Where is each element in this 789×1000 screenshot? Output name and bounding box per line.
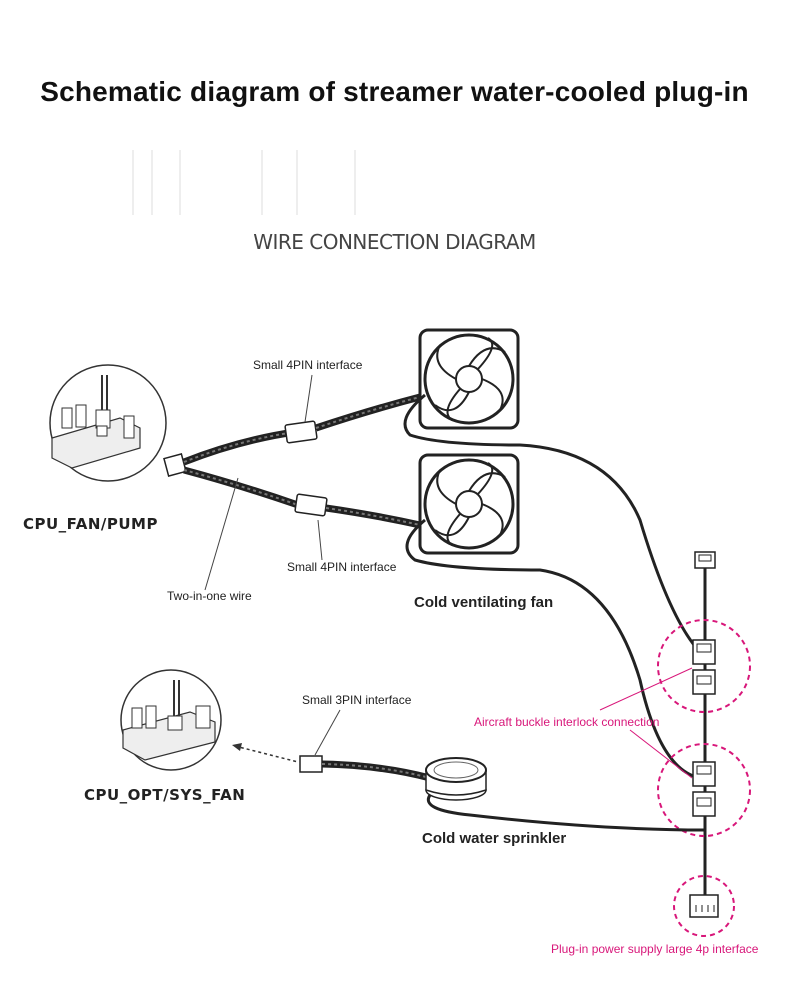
label-cpu-fan-pump: CPU_FAN/PUMP bbox=[23, 515, 158, 533]
label-small-4pin-bottom: Small 4PIN interface bbox=[287, 560, 397, 574]
label-small-3pin: Small 3PIN interface bbox=[302, 693, 412, 707]
interlock-pointers bbox=[599, 667, 693, 779]
label-two-in-one: Two-in-one wire bbox=[167, 589, 252, 603]
label-plug-in-power: Plug-in power supply large 4p interface bbox=[551, 942, 759, 956]
label-small-4pin-top: Small 4PIN interface bbox=[253, 358, 363, 372]
daisy-chain-connectors bbox=[692, 551, 716, 900]
cpu-opt-sys-fan-header-icon bbox=[120, 669, 222, 771]
label-aircraft-buckle: Aircraft buckle interlock connection bbox=[474, 715, 660, 729]
interlock-highlight-circles bbox=[657, 619, 751, 937]
water-pump-icon bbox=[425, 757, 706, 832]
fan-power-wires bbox=[403, 393, 702, 780]
label-cpu-opt-sys: CPU_OPT/SYS_FAN bbox=[84, 786, 246, 804]
two-in-one-splitter bbox=[163, 374, 421, 591]
cpu-fan-pump-header-icon bbox=[49, 364, 167, 482]
label-cold-fan: Cold ventilating fan bbox=[414, 594, 554, 611]
pump-3pin-cable bbox=[299, 709, 431, 782]
dashed-arrow bbox=[232, 743, 299, 763]
label-cold-water: Cold water sprinkler bbox=[422, 830, 567, 847]
fan-top-icon bbox=[418, 328, 520, 430]
large-4p-connector-icon bbox=[689, 894, 719, 918]
page-title: Schematic diagram of streamer water-cool… bbox=[40, 76, 749, 107]
faint-marks bbox=[132, 150, 356, 215]
fan-bottom-icon bbox=[418, 453, 520, 555]
diagram-subtitle: WIRE CONNECTION DIAGRAM bbox=[253, 230, 536, 254]
